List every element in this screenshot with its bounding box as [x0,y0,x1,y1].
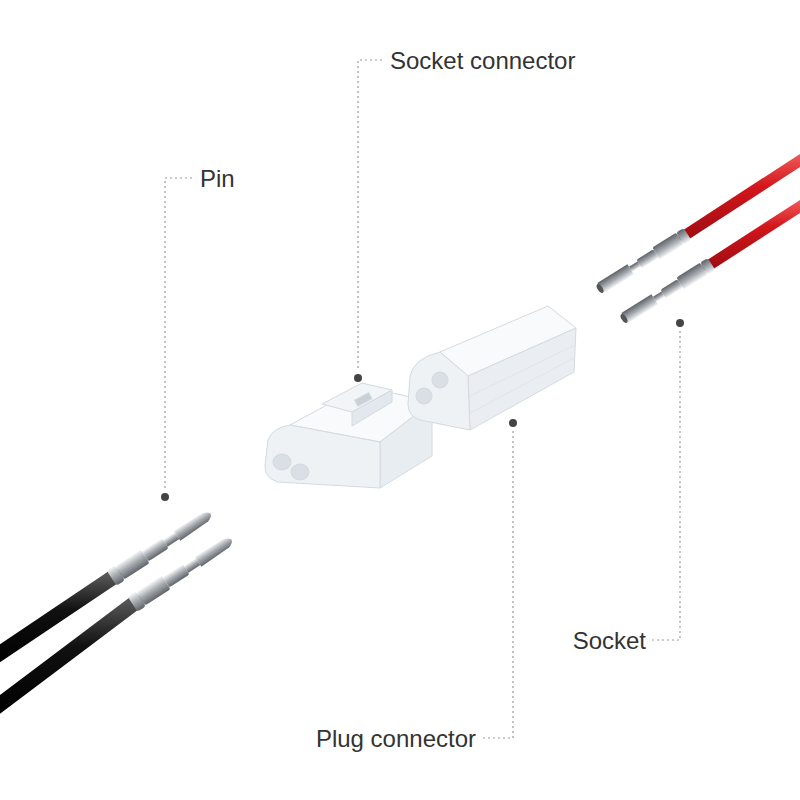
socket-housing [265,383,432,488]
leader-lines [165,60,680,738]
pin-wire [0,506,216,660]
callout-holder: Plug connector [314,724,478,753]
leader-dot [509,419,517,427]
callout-holder: Socket [571,626,648,655]
callout-holder: Pin [198,164,237,193]
leader-line [165,178,192,489]
pin-wire [0,532,237,712]
callout-label: Plug connector [314,724,478,753]
pin-terminal [128,532,237,611]
socket-terminal [618,258,715,326]
callout-holder: Socket connector [388,46,577,75]
callout-label: Pin [198,164,237,193]
leader-line [482,431,513,738]
callout-label: Socket [571,626,648,655]
socket-wire [594,154,800,296]
leader-line [652,331,680,640]
leader-line [358,60,382,370]
pin-terminal [107,506,216,585]
leader-dot [161,493,169,501]
socket-wire [618,200,800,326]
plug-housing [408,306,576,430]
leader-dot [676,319,684,327]
leader-dots [161,319,684,501]
callout-label: Socket connector [388,46,577,75]
leader-dot [354,374,362,382]
